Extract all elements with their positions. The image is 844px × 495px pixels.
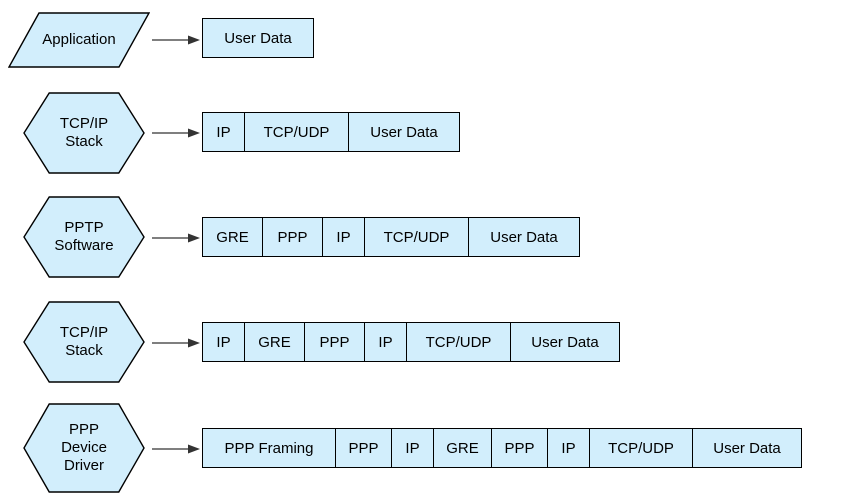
- packet-field: IP: [365, 323, 407, 361]
- packet-field: IP: [203, 113, 245, 151]
- packet-field: IP: [203, 323, 245, 361]
- packet-field: User Data: [469, 218, 579, 256]
- packet-field: PPP: [263, 218, 323, 256]
- arrow-application-icon: [152, 35, 200, 45]
- packet-field: IP: [323, 218, 365, 256]
- arrow-ppp-device-driver-icon: [152, 444, 200, 454]
- packet-field: IP: [392, 429, 434, 467]
- packet-application: User Data: [202, 18, 314, 58]
- packet-field: GRE: [203, 218, 263, 256]
- packet-field: TCP/UDP: [365, 218, 469, 256]
- stage-tcp-ip-stack-lower: TCP/IP Stack: [23, 301, 145, 383]
- packet-field: PPP Framing: [203, 429, 336, 467]
- packet-field: TCP/UDP: [245, 113, 349, 151]
- stage-application: Application: [8, 12, 150, 68]
- packet-field: TCP/UDP: [590, 429, 693, 467]
- packet-field: PPP: [336, 429, 392, 467]
- packet-field: GRE: [245, 323, 305, 361]
- packet-field: User Data: [511, 323, 619, 361]
- packet-field: PPP: [305, 323, 365, 361]
- packet-field: TCP/UDP: [407, 323, 511, 361]
- packet-field: User Data: [693, 429, 801, 467]
- arrow-tcp-ip-stack-upper-icon: [152, 128, 200, 138]
- arrow-tcp-ip-stack-lower-icon: [152, 338, 200, 348]
- packet-field: PPP: [492, 429, 548, 467]
- packet-field: User Data: [349, 113, 459, 151]
- packet-field: User Data: [203, 19, 313, 57]
- stage-pptp-software: PPTP Software: [23, 196, 145, 278]
- arrow-pptp-software-icon: [152, 233, 200, 243]
- stage-tcp-ip-stack-upper: TCP/IP Stack: [23, 92, 145, 174]
- packet-field: IP: [548, 429, 590, 467]
- packet-field: GRE: [434, 429, 492, 467]
- stage-ppp-device-driver: PPP Device Driver: [23, 403, 145, 493]
